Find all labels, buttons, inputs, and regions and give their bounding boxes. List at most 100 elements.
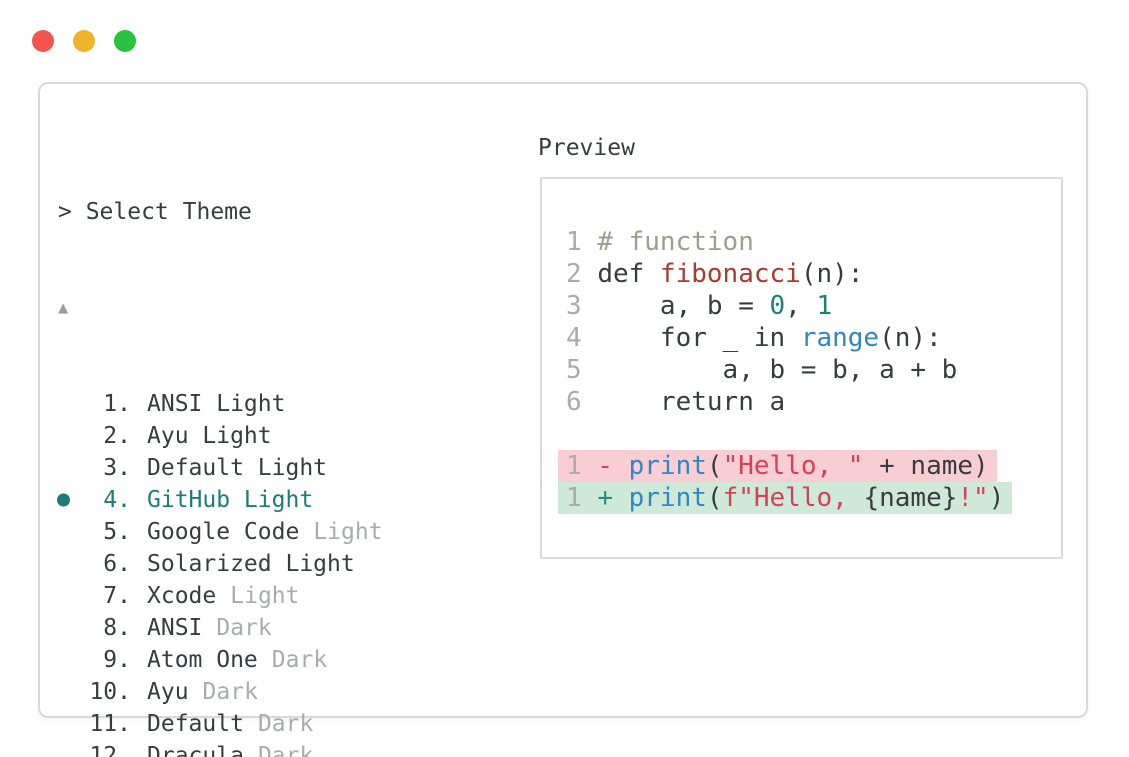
code-token: -	[597, 451, 613, 481]
code-token: print	[628, 451, 707, 481]
code-token: !"	[957, 483, 989, 513]
line-content: 1 + print(f"Hello, {name}!")	[558, 482, 1013, 514]
line-content: 3 a, b = 0, 1	[566, 290, 832, 322]
line-number: 2	[566, 259, 598, 289]
theme-list-item[interactable]: 10. Ayu Dark	[58, 676, 875, 708]
theme-number: 2.	[103, 423, 131, 449]
theme-number: 10.	[89, 679, 131, 705]
line-content: 1 # function	[566, 226, 754, 258]
code-line: 3 a, b = 0, 1	[566, 290, 1061, 322]
line-content: 5 a, b = b, a + b	[566, 354, 957, 386]
theme-number: 1.	[103, 391, 131, 417]
theme-list-item[interactable]: 6. Solarized Light	[58, 548, 875, 580]
theme-list-item[interactable]: 7. Xcode Light	[58, 580, 875, 612]
theme-label: Atom One	[147, 647, 258, 673]
theme-number: 6.	[103, 551, 131, 577]
theme-label: Xcode	[147, 583, 217, 609]
theme-label-muted: Light	[230, 583, 300, 609]
code-token: for _ in	[597, 323, 801, 353]
code-token	[613, 483, 629, 513]
window-controls	[32, 30, 136, 52]
code-token: def	[597, 259, 660, 289]
code-token: a, b = b, a + b	[597, 355, 958, 385]
code-line: 4 for _ in range(n):	[566, 322, 1061, 354]
diff-added-line: 1 + print(f"Hello, {name}!")	[558, 482, 1061, 514]
code-token: 0	[769, 291, 786, 321]
code-token: (n):	[800, 259, 864, 289]
code-line: 5 a, b = b, a + b	[566, 354, 1061, 386]
line-number: 1	[566, 451, 598, 481]
code-token: print	[628, 483, 707, 513]
theme-label: Solarized Light	[147, 551, 355, 577]
code-token: (n):	[879, 323, 942, 353]
theme-label: ANSI	[147, 615, 203, 641]
theme-label-muted: Light	[313, 519, 383, 545]
theme-label-muted: Dark	[216, 615, 272, 641]
theme-list-item[interactable]: 8. ANSI Dark	[58, 612, 875, 644]
theme-number: 12.	[89, 743, 131, 757]
theme-label-muted: Dark	[257, 743, 314, 757]
theme-number: 9.	[103, 647, 131, 673]
theme-number: 8.	[103, 615, 131, 641]
theme-label: Ayu	[147, 679, 189, 705]
line-number: 1	[566, 483, 598, 513]
code-token: 1	[816, 291, 833, 321]
line-content: 4 for _ in range(n):	[566, 322, 942, 354]
code-token: + name)	[863, 451, 989, 481]
selected-bullet-icon	[57, 493, 70, 507]
theme-label: Google Code	[147, 519, 300, 545]
theme-list-item[interactable]: 5. Google Code Light	[58, 516, 875, 548]
scroll-up-icon[interactable]: ▲	[58, 298, 69, 318]
theme-number: 3.	[103, 455, 131, 481]
theme-label: Default Light	[147, 455, 328, 481]
code-token: (	[706, 451, 723, 481]
code-token: {name}	[863, 483, 958, 513]
theme-list-item[interactable]: 4. GitHub Light	[57, 484, 875, 516]
code-token: range	[800, 323, 880, 353]
code-token: "Hello, "	[722, 451, 864, 481]
close-button[interactable]	[32, 30, 54, 52]
code-token: (	[706, 483, 723, 513]
line-number: 6	[566, 387, 598, 417]
preview-title: Preview	[538, 135, 635, 161]
line-content: 1 - print("Hello, " + name)	[558, 450, 997, 482]
theme-label: Dracula	[147, 743, 244, 757]
theme-list-item[interactable]: 12. Dracula Dark	[58, 740, 875, 757]
line-number: 3	[566, 291, 598, 321]
code-line: 2 def fibonacci(n):	[566, 258, 1061, 290]
line-number: 5	[566, 355, 598, 385]
select-theme-prompt: > Select Theme	[58, 199, 252, 225]
line-number: 1	[566, 227, 598, 257]
code-line: 6 return a	[566, 386, 1061, 418]
zoom-button[interactable]	[114, 30, 136, 52]
theme-number: 5.	[103, 519, 131, 545]
diff-removed-line: 1 - print("Hello, " + name)	[558, 450, 1061, 482]
code-token: return a	[597, 387, 786, 417]
blank-line	[566, 418, 1061, 450]
minimize-button[interactable]	[73, 30, 95, 52]
line-content: 6 return a	[566, 386, 785, 418]
code-line: 1 # function	[566, 226, 1061, 258]
theme-list-item[interactable]: 3. Default Light	[58, 452, 875, 484]
theme-label: ANSI Light	[147, 391, 286, 417]
code-token: )	[988, 483, 1005, 513]
code-token: f"Hello,	[722, 483, 864, 513]
theme-label: GitHub Light	[147, 487, 314, 513]
theme-list-item[interactable]: 2.Ayu Light	[58, 420, 875, 452]
code-token: a, b =	[597, 291, 770, 321]
code-token: +	[597, 483, 613, 513]
theme-label-muted: Dark	[202, 679, 258, 705]
theme-list-item[interactable]: 1. ANSI Light	[58, 388, 875, 420]
code-token: fibonacci	[659, 259, 801, 289]
theme-number: 7.	[103, 583, 131, 609]
line-content: 2 def fibonacci(n):	[566, 258, 863, 290]
theme-label-muted: Dark	[257, 711, 314, 737]
theme-number: 4.	[103, 487, 131, 513]
